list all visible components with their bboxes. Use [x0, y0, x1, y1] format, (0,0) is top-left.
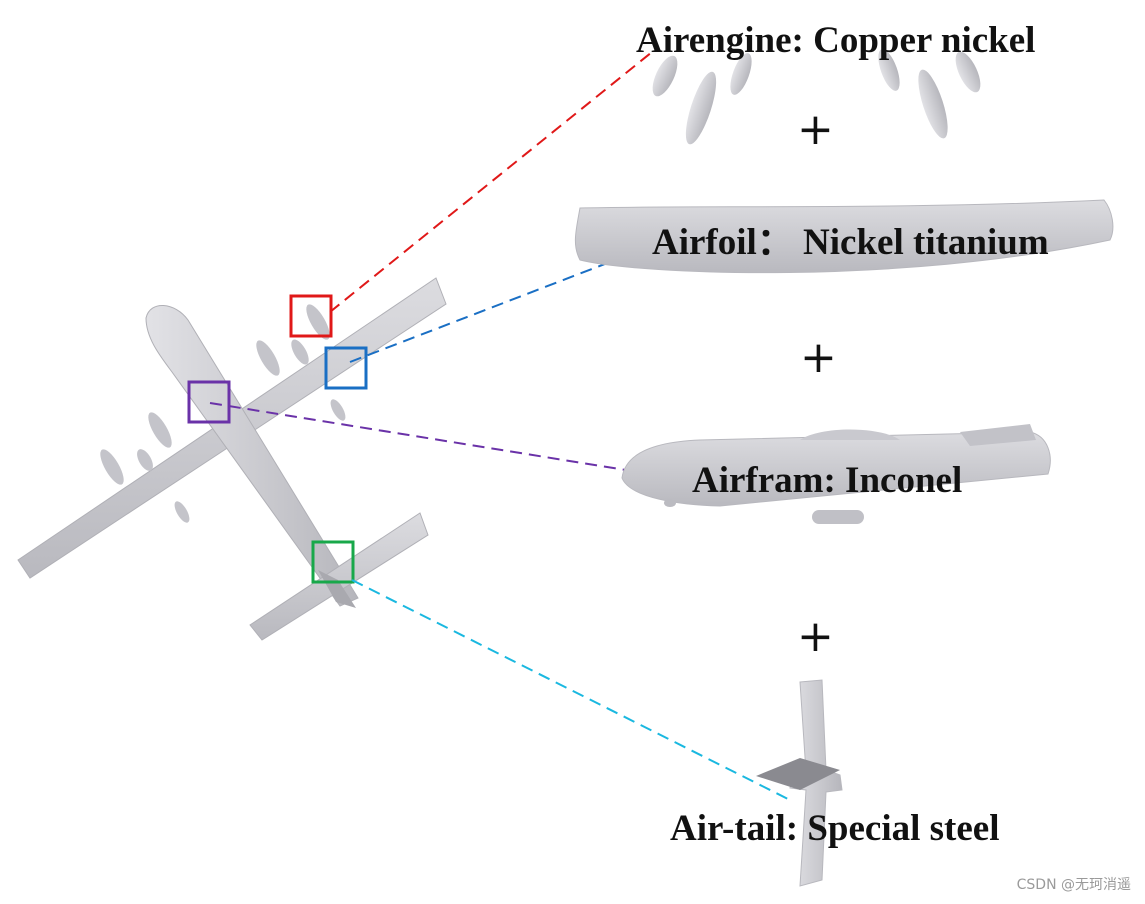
airengine-label: Airengine: Copper nickel: [636, 20, 1036, 61]
engines-component: [652, 49, 981, 145]
main-aircraft-engine: [100, 449, 124, 485]
engine-connector-line: [329, 51, 653, 313]
tail-highlight-box: [311, 540, 355, 584]
main-aircraft-engine: [330, 399, 346, 421]
airtail-label: Air-tail: Special steel: [670, 808, 1000, 849]
main-aircraft-engine: [148, 412, 172, 448]
tail-connector-line: [351, 579, 791, 801]
main-aircraft-engine: [291, 339, 309, 365]
fuselage-highlight-box: [187, 380, 231, 424]
watermark: CSDN @无珂消遥: [1016, 877, 1131, 893]
plus-sign-1: +: [797, 104, 834, 155]
wing-highlight-box: [324, 346, 368, 390]
airfoil-label: Airfoil： Nickel titanium: [652, 222, 1049, 263]
tail-component: [756, 679, 843, 887]
main-aircraft-engine: [137, 449, 153, 471]
main-aircraft-tailplane: [249, 512, 429, 641]
main-aircraft-fin: [318, 570, 356, 608]
plus-sign-3: +: [797, 611, 834, 662]
main-aircraft-engine: [174, 501, 190, 523]
fuselage-component: [621, 424, 1051, 524]
main-aircraft-engine: [256, 340, 280, 376]
airframe-label: Airfram: Inconel: [692, 460, 963, 501]
fuselage-connector-line: [209, 402, 701, 483]
plus-sign-2: +: [800, 332, 837, 383]
main-aircraft-engine: [306, 304, 330, 340]
main-aircraft: [17, 277, 447, 641]
wing-connector-line: [349, 231, 689, 363]
wing-component: [574, 199, 1114, 274]
engine-highlight-box: [289, 294, 333, 338]
